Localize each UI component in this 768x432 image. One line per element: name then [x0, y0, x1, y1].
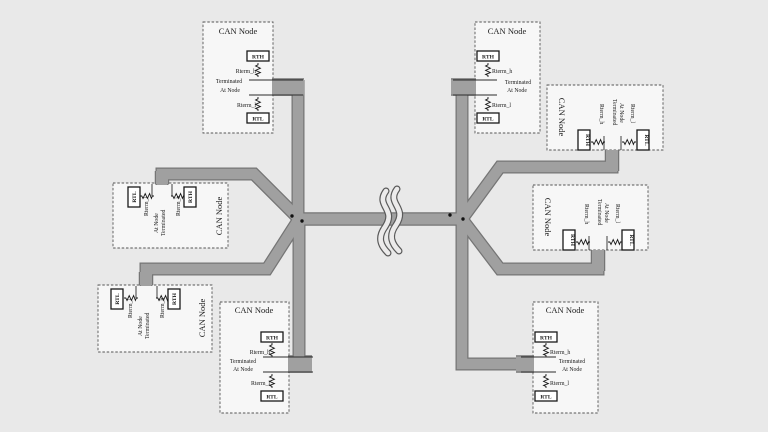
terminated-label: Terminated: [559, 359, 585, 365]
rth-badge: [534, 331, 558, 343]
junction-dots: [290, 213, 465, 223]
rth-badge-label: RTH: [266, 336, 279, 342]
can-node-left-lower: CAN Node RTL RTH Rterm_l Rterm_h At Node…: [110, 286, 207, 339]
node-title: CAN Node: [488, 26, 527, 36]
at-node-label: At Node: [220, 88, 240, 94]
rtl-badge: [636, 129, 650, 151]
terminated-label: Terminated: [145, 313, 151, 339]
bus-pipe-segment: [456, 217, 534, 370]
rtl-badge-label: RTL: [115, 293, 121, 305]
rterm-h-label: Rterm_h: [598, 104, 604, 124]
rterm-l-label: Rterm_l: [629, 104, 635, 123]
at-node-label: At Node: [603, 203, 609, 223]
terminated-label: Terminated: [216, 79, 242, 85]
rtl-badge-label: RTL: [252, 117, 264, 123]
rth-badge: [260, 331, 284, 343]
bus-pipe-segment: [156, 168, 303, 223]
at-node-label: At Node: [154, 213, 160, 233]
node-title: CAN Node: [197, 299, 207, 338]
node-boxes: [97, 21, 664, 414]
rth-badge: [562, 229, 576, 251]
node-title: CAN Node: [219, 26, 258, 36]
rtl-badge: [260, 390, 284, 402]
at-node-label: At Node: [233, 367, 253, 373]
can-node-top-left: CAN Node RTH RTL Rterm_h Rterm_l Termina…: [216, 26, 303, 124]
rterm-h-label: Rterm_h: [550, 350, 570, 356]
junction-dot-icon: [448, 213, 452, 217]
rtl-badge: [621, 229, 635, 251]
can-node-right-upper: CAN Node RTH RTL Rterm_h Rterm_l Termina…: [557, 98, 650, 151]
bus-pipe-segment: [140, 216, 304, 286]
can-node-left-upper: CAN Node RTL RTH Rterm_l Rterm_h At Node…: [127, 184, 224, 236]
at-node-label: At Node: [618, 103, 624, 123]
rterm-h-label: Rterm_h: [492, 69, 512, 75]
rterm-l-label: Rterm_l: [251, 381, 270, 387]
node-title: CAN Node: [543, 198, 553, 237]
junction-dot-icon: [300, 219, 304, 223]
rterm-h-label: Rterm_h: [160, 298, 166, 318]
rth-badge-label: RTH: [252, 55, 265, 61]
rtl-badge-label: RTL: [132, 191, 138, 203]
rterm-l-label: Rterm_l: [144, 197, 150, 216]
node-title: CAN Node: [557, 98, 567, 137]
rth-badge-label: RTH: [482, 55, 495, 61]
rtl-badge-label: RTL: [540, 395, 552, 401]
rtl-badge-label: RTL: [628, 234, 634, 246]
cable-break-icon: [377, 185, 404, 257]
rtl-badge-label: RTL: [643, 134, 649, 146]
rtl-badge: [476, 112, 500, 124]
terminated-label: Terminated: [611, 99, 617, 125]
rtl-badge-label: RTL: [266, 395, 278, 401]
junction-dot-icon: [461, 217, 465, 221]
rth-badge-label: RTH: [172, 292, 178, 305]
rth-badge: [167, 288, 181, 310]
bus-pipe-segment: [457, 151, 618, 223]
bus-pipes: [138, 78, 620, 373]
rth-badge: [246, 50, 270, 62]
terminated-label: Terminated: [505, 80, 531, 86]
rth-badge-label: RTH: [584, 134, 590, 147]
rth-badge-label: RTH: [540, 336, 553, 342]
rterm-l-label: Rterm_l: [614, 204, 620, 223]
node-title: CAN Node: [214, 197, 224, 236]
rth-badge-label: RTH: [569, 234, 575, 247]
terminated-label: Terminated: [161, 210, 167, 236]
at-node-label: At Node: [138, 316, 144, 336]
rterm-l-label: Rterm_l: [550, 381, 569, 387]
rterm-h-label: Rterm_h: [250, 350, 270, 356]
can-node-right-lower: CAN Node RTH RTL Rterm_h Rterm_l Termina…: [543, 198, 635, 251]
can-node-box-top-right: [474, 21, 541, 134]
rth-badge: [577, 129, 591, 151]
rth-badge: [476, 50, 500, 62]
rtl-badge: [534, 390, 558, 402]
rterm-h-label: Rterm_h: [176, 196, 182, 216]
rtl-badge: [246, 112, 270, 124]
junction-dot-icon: [290, 214, 294, 218]
rterm-l-label: Rterm_l: [492, 103, 511, 109]
node-title: CAN Node: [546, 305, 585, 315]
rterm-l-label: Rterm_l: [128, 299, 134, 318]
terminated-label: Terminated: [596, 199, 602, 225]
node-title: CAN Node: [235, 305, 274, 315]
rtl-badge: [127, 186, 141, 208]
rth-badge-label: RTH: [188, 190, 194, 203]
can-node-bottom-left: CAN Node RTH RTL Rterm_h Rterm_l Termina…: [230, 305, 313, 402]
rtl-badge: [110, 288, 124, 310]
rtl-badge-label: RTL: [482, 117, 494, 123]
at-node-label: At Node: [562, 367, 582, 373]
at-node-label: At Node: [507, 88, 527, 94]
rth-badge: [183, 186, 197, 208]
rterm-l-label: Rterm_l: [237, 103, 256, 109]
bus-pipe-segment: [457, 215, 604, 275]
rterm-h-label: Rterm_h: [583, 204, 589, 224]
can-node-bottom-right: CAN Node RTH RTL Rterm_h Rterm_l Termina…: [521, 305, 585, 402]
rterm-h-label: Rterm_h: [236, 69, 256, 75]
can-node-top-right: CAN Node RTH RTL Rterm_h Rterm_l Termina…: [453, 26, 531, 124]
terminated-label: Terminated: [230, 359, 256, 365]
